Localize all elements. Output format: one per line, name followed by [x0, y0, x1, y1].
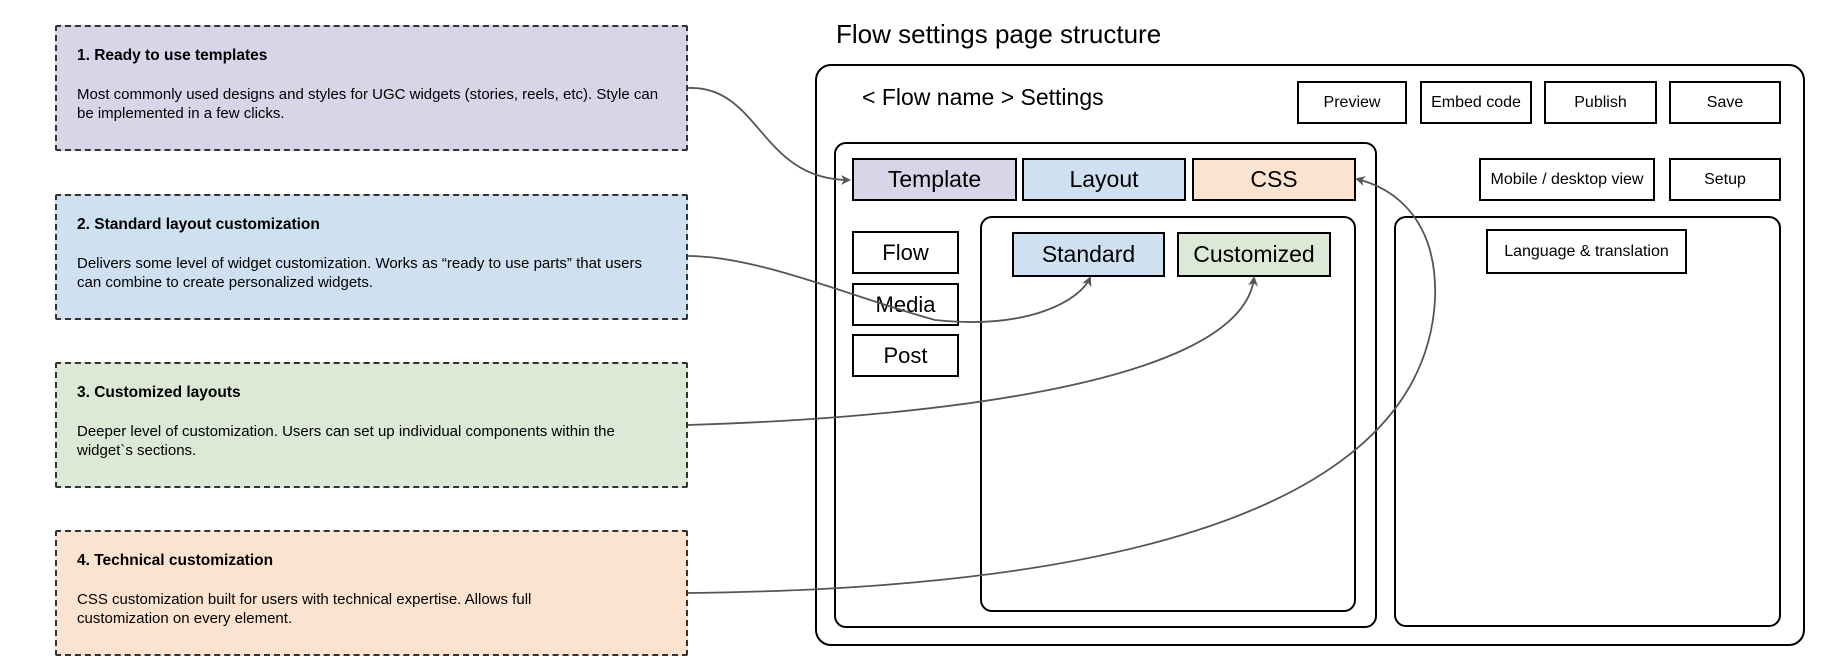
- page-heading: < Flow name > Settings: [862, 84, 1104, 110]
- language-translation-button[interactable]: Language & translation: [1486, 229, 1687, 274]
- note-body: CSS customization built for users with t…: [77, 591, 532, 627]
- note-technical: 4. Technical customization CSS customiza…: [55, 530, 688, 656]
- setup-button[interactable]: Setup: [1669, 158, 1781, 201]
- tab-layout[interactable]: Layout: [1022, 158, 1186, 201]
- embed-code-button[interactable]: Embed code: [1420, 81, 1532, 124]
- side-item-flow[interactable]: Flow: [852, 231, 959, 274]
- note-title: 4. Technical customization: [77, 552, 274, 569]
- preview-panel: [1394, 216, 1781, 627]
- side-item-post[interactable]: Post: [852, 334, 959, 377]
- preview-button[interactable]: Preview: [1297, 81, 1407, 124]
- note-body: Deeper level of customization. Users can…: [77, 423, 615, 459]
- tab-css[interactable]: CSS: [1192, 158, 1356, 201]
- note-customized-layouts: 3. Customized layouts Deeper level of cu…: [55, 362, 688, 488]
- save-button[interactable]: Save: [1669, 81, 1781, 124]
- diagram-title: Flow settings page structure: [836, 19, 1162, 49]
- note-title: 2. Standard layout customization: [77, 216, 320, 233]
- tab-template[interactable]: Template: [852, 158, 1017, 201]
- layout-option-standard[interactable]: Standard: [1012, 232, 1165, 277]
- note-title: 3. Customized layouts: [77, 384, 241, 401]
- note-templates: 1. Ready to use templates Most commonly …: [55, 25, 688, 151]
- note-body: Most commonly used designs and styles fo…: [77, 86, 659, 122]
- side-item-media[interactable]: Media: [852, 283, 959, 326]
- publish-button[interactable]: Publish: [1544, 81, 1657, 124]
- note-body: Delivers some level of widget customizat…: [77, 255, 642, 291]
- note-title: 1. Ready to use templates: [77, 47, 268, 64]
- note-standard-layout: 2. Standard layout customization Deliver…: [55, 194, 688, 320]
- layout-option-customized[interactable]: Customized: [1177, 232, 1331, 277]
- mobile-desktop-view-button[interactable]: Mobile / desktop view: [1479, 158, 1655, 201]
